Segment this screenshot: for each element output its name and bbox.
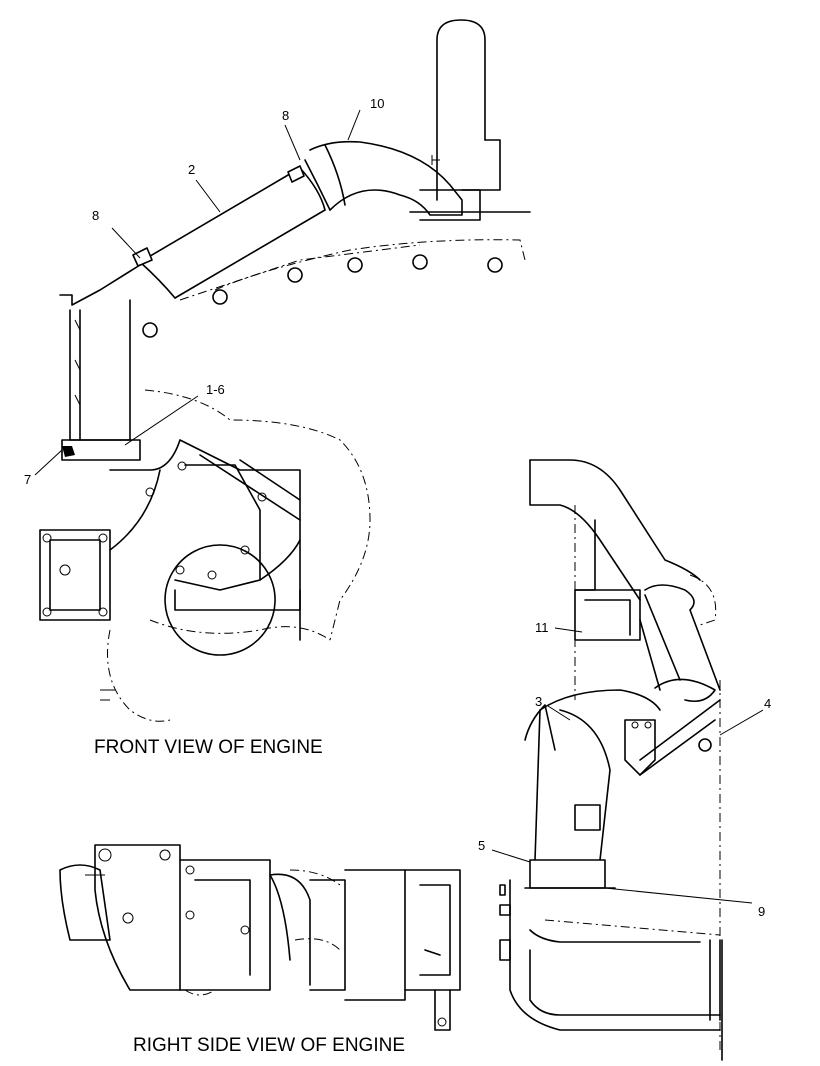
callout-11: 11 xyxy=(535,620,549,635)
callout-4: 4 xyxy=(764,696,771,711)
callout-3: 3 xyxy=(535,694,542,709)
rear-detail-drawing xyxy=(499,459,723,1061)
callout-7: 7 xyxy=(24,472,31,487)
front-view-drawing xyxy=(39,19,531,722)
right-side-view-caption: RIGHT SIDE VIEW OF ENGINE xyxy=(133,1035,405,1056)
right-side-view-drawing xyxy=(59,844,461,1031)
callout-labels: 1-6 2 3 4 5 7 8 8 9 10 11 xyxy=(24,96,771,919)
callout-10: 10 xyxy=(370,96,384,111)
callout-1-6: 1-6 xyxy=(206,382,225,397)
callout-8-top: 8 xyxy=(282,108,289,123)
leader-lines xyxy=(34,109,764,904)
callout-9: 9 xyxy=(758,904,765,919)
callout-5: 5 xyxy=(478,838,485,853)
callout-2: 2 xyxy=(188,162,195,177)
callout-8-left: 8 xyxy=(92,208,99,223)
front-view-caption: FRONT VIEW OF ENGINE xyxy=(94,737,323,758)
